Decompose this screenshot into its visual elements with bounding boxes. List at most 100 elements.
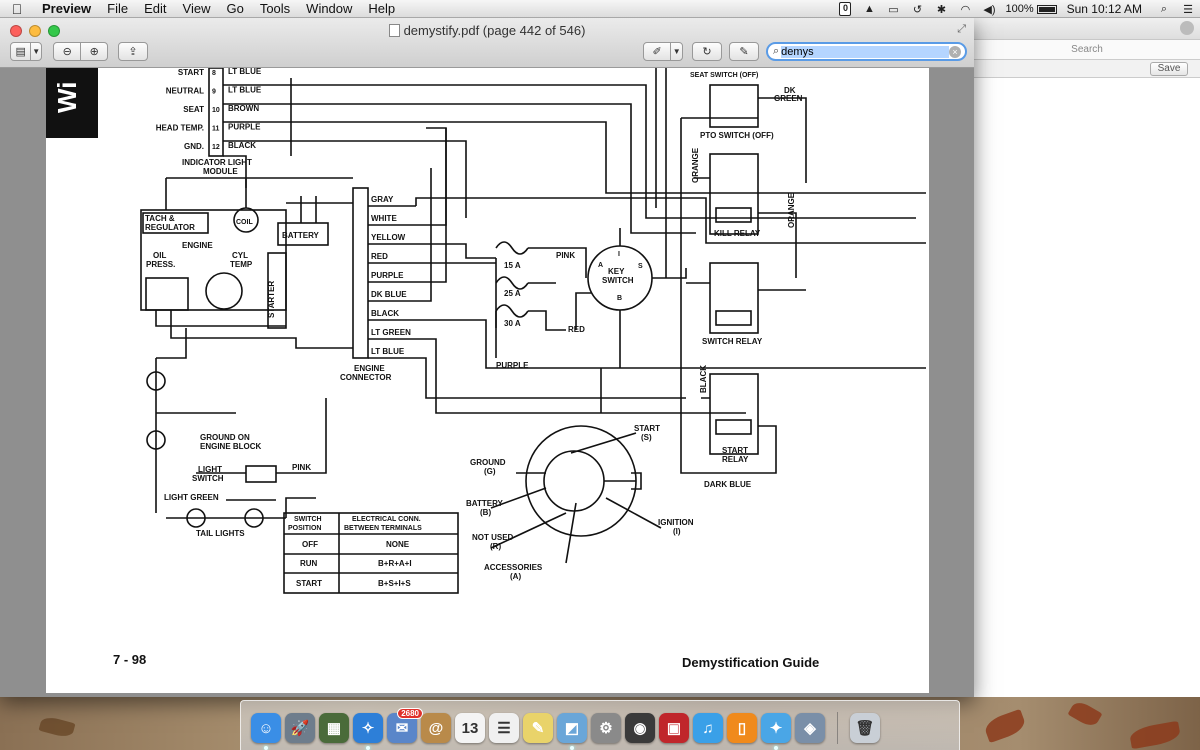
wifi-icon[interactable]: ◠	[960, 3, 971, 16]
reminders-icon: ☰	[489, 713, 519, 743]
module-wire-label: BROWN	[228, 104, 259, 113]
dock-dashboard[interactable]: ▦	[319, 712, 349, 744]
app-menu[interactable]: Preview	[42, 0, 92, 16]
dock-itunes[interactable]: ♫	[693, 712, 723, 744]
dock-mail[interactable]: ✉2680	[387, 708, 423, 744]
light-pink-label: PINK	[292, 463, 311, 472]
bluetooth-icon[interactable]: ✱	[936, 3, 947, 16]
battery-indicator[interactable]: 100%	[1005, 3, 1057, 15]
connector-wire-label: WHITE	[371, 214, 397, 223]
clear-icon[interactable]	[1180, 21, 1194, 35]
pdf-page[interactable]: Wi	[46, 68, 929, 693]
callout-accessories-1: ACCESSORIES	[484, 563, 543, 572]
dock-ibooks[interactable]: ▯	[727, 712, 757, 744]
minimize-button[interactable]	[29, 25, 41, 37]
module-terminal-number: 11	[212, 126, 220, 133]
dock-preview[interactable]: ◩	[557, 712, 587, 750]
document-viewport[interactable]: Wi	[0, 68, 974, 697]
apple-menu-icon[interactable]: 	[0, 1, 34, 17]
zoom-in-icon[interactable]: ⊕	[80, 43, 107, 60]
notification-center-icon[interactable]: ☰	[1183, 3, 1193, 16]
pto-switch-label: PTO SWITCH (OFF)	[700, 131, 774, 140]
dock-facetime[interactable]: ◉	[625, 712, 655, 744]
key-switch-label-1: KEY	[608, 267, 625, 276]
connector-wire-label: LT GREEN	[371, 328, 411, 337]
module-terminal-label: GND.	[184, 142, 204, 151]
zoom-button[interactable]	[48, 25, 60, 37]
dock-contacts[interactable]: @	[421, 712, 451, 744]
search-field[interactable]: ⌕ ×	[766, 42, 967, 61]
dock-trash[interactable]: 🗑	[850, 712, 880, 744]
annotate-button[interactable]: ✎	[729, 42, 759, 61]
menu-edit[interactable]: Edit	[144, 0, 167, 16]
airplay-icon[interactable]: ▭	[888, 3, 899, 16]
battery-label: BATTERY	[282, 231, 320, 240]
dock-reminders[interactable]: ☰	[489, 712, 519, 744]
table-row-off-position: OFF	[302, 540, 318, 549]
menu-view[interactable]: View	[182, 0, 211, 16]
share-button[interactable]: ⇪	[118, 42, 148, 61]
upload-status-icon[interactable]: ▲	[864, 3, 875, 15]
sidebar-toggle-button[interactable]: ▤▼	[10, 42, 42, 61]
menu-window[interactable]: Window	[306, 0, 353, 16]
volume-icon[interactable]: ◀)	[983, 3, 996, 16]
orange-wire-label-2: ORANGE	[787, 192, 796, 228]
dock-photo-booth[interactable]: ▣	[659, 712, 689, 744]
dock-notes[interactable]: ✎	[523, 712, 553, 744]
wallpaper-leaf	[38, 714, 76, 740]
connector-wire-label: LT BLUE	[371, 347, 405, 356]
menu-go[interactable]: Go	[226, 0, 244, 16]
callout-ignition-2: (I)	[673, 527, 681, 536]
spotlight-icon[interactable]: ⌕	[1160, 2, 1168, 15]
dock-calendar[interactable]: 13	[455, 712, 485, 744]
highlight-button[interactable]: ✐▼	[643, 42, 683, 61]
menu-help[interactable]: Help	[368, 0, 396, 16]
window-title-text: demystify.pdf (page 442 of 546)	[403, 23, 586, 38]
clock[interactable]: Sun 10:12 AM	[1066, 2, 1142, 16]
dark-blue-label: DARK BLUE	[704, 480, 752, 489]
running-indicator	[774, 746, 778, 750]
time-machine-icon[interactable]: ↺	[912, 3, 923, 16]
callout-start-2: (S)	[641, 433, 652, 442]
safari-icon: ✧	[353, 713, 383, 743]
itunes-icon: ♫	[693, 713, 723, 743]
key-terminal-s: S	[638, 263, 643, 270]
dock-messages[interactable]: ✦	[761, 712, 791, 750]
launchpad-icon: 🚀	[285, 713, 315, 743]
search-icon: ⌕	[773, 45, 780, 57]
tach-label-1: TACH &	[145, 214, 175, 223]
pencil-icon: ✎	[739, 46, 749, 58]
module-terminal-number: 8	[212, 70, 216, 77]
close-button[interactable]	[10, 25, 22, 37]
table-header-1a: SWITCH	[294, 516, 322, 523]
menu-file[interactable]: File	[107, 0, 129, 16]
ground-label-1: GROUND ON	[200, 433, 250, 442]
connector-wire-label: GRAY	[371, 195, 394, 204]
dock-system-preferences[interactable]: ⚙	[591, 712, 621, 744]
callout-battery-2: (B)	[480, 508, 491, 517]
trash-icon: 🗑	[850, 713, 880, 743]
engine-label: ENGINE	[182, 241, 213, 250]
zoom-out-icon[interactable]: ⊖	[62, 46, 72, 58]
dock-finder[interactable]: ☺	[251, 712, 281, 750]
oil-label-2: PRESS.	[146, 260, 175, 269]
dock-image-capture[interactable]: ◈	[795, 712, 825, 744]
finder-icon: ☺	[251, 713, 281, 743]
dock-launchpad[interactable]: 🚀	[285, 712, 315, 744]
image-capture-icon: ◈	[795, 713, 825, 743]
save-button[interactable]: Save	[1150, 62, 1188, 76]
key-switch-label-2: SWITCH	[602, 276, 634, 285]
clear-search-icon[interactable]: ×	[949, 45, 961, 58]
module-wire-label: LT BLUE	[228, 68, 262, 76]
fullscreen-icon[interactable]: ⤢	[957, 23, 966, 35]
key-terminal-b: B	[617, 295, 622, 302]
module-caption-2: MODULE	[203, 167, 238, 176]
module-terminal-label: NEUTRAL	[166, 87, 204, 96]
menu-tools[interactable]: Tools	[259, 0, 291, 16]
module-terminal-label: HEAD TEMP.	[156, 124, 204, 133]
dock-safari[interactable]: ✧	[353, 712, 383, 750]
zero-status-icon[interactable]: 0	[838, 2, 852, 16]
search-input[interactable]	[781, 45, 949, 58]
rotate-button[interactable]: ↻	[692, 42, 722, 61]
callout-not-used-2: (R)	[490, 542, 501, 551]
